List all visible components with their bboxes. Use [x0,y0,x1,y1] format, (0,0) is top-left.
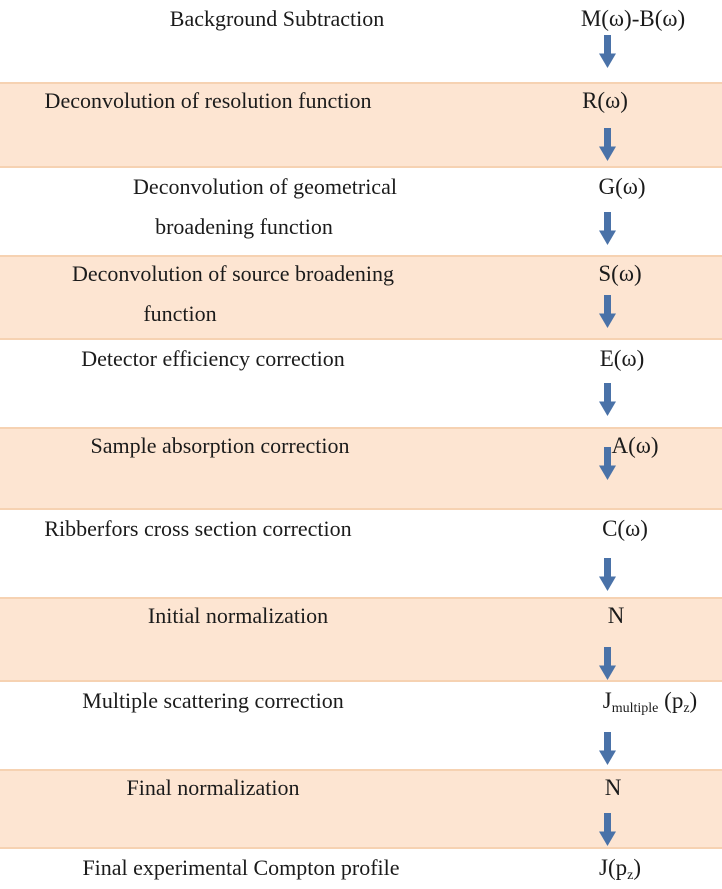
step-label: Multiple scattering correction [82,688,344,713]
formula-subscript: z [627,868,634,883]
step-label: Initial normalization [147,603,329,628]
step-label: Sample absorption correction [90,433,350,458]
down-arrow-icon [599,813,616,846]
formula-text: ) [689,688,698,713]
step-label: Deconvolution of resolution function [44,88,372,113]
down-arrow-icon [599,212,616,245]
down-arrow-icon [599,35,616,68]
flow-step-row: Multiple scattering correction Jmultiple … [0,682,722,769]
flow-step-row: Deconvolution of resolution function R(ω) [0,82,722,168]
formula-text: M(ω)-B(ω) [580,6,686,31]
formula-text: R(ω) [582,88,628,113]
step-formula: S(ω) [598,260,641,287]
step-formula: N [605,774,622,801]
step-label: Ribberfors cross section correction [44,516,352,541]
step-label: Background Subtraction [169,6,385,31]
formula-text: E(ω) [599,346,645,371]
step-formula: G(ω) [598,173,645,200]
step-formula: C(ω) [602,515,648,542]
step-label: Final normalization [126,775,300,800]
step-formula: A(ω) [611,432,658,459]
step-label: Detector efficiency correction [81,346,345,371]
down-arrow-icon [599,128,616,161]
formula-text: G(ω) [598,174,646,199]
step-formula: Jmultiple (pz) [603,687,697,718]
formula-text: N [607,603,625,628]
step-formula: R(ω) [582,87,628,114]
flow-step-row: Background Subtraction M(ω)-B(ω) [0,0,722,82]
flow-step-row: Ribberfors cross section correction C(ω) [0,510,722,597]
flow-step-row: Detector efficiency correction E(ω) [0,340,722,427]
down-arrow-icon [599,558,616,591]
formula-subscript: z [683,701,690,716]
formula-text: S(ω) [598,261,642,286]
flow-step-row: Final normalization N [0,769,722,849]
formula-text: J(p [598,855,628,880]
step-label: broadening function [155,214,333,239]
step-label: Deconvolution of geometrical [133,174,397,199]
flow-step-row: function Deconvolution of source broadeni… [0,255,722,340]
flow-step-row: Initial normalization N [0,597,722,682]
step-formula: N [608,602,625,629]
down-arrow-icon [599,732,616,765]
formula-text: (p [658,688,684,713]
down-arrow-icon [599,295,616,328]
formula-text: ) [633,855,642,880]
flow-step-row: broadening function Deconvolution of geom… [0,168,722,255]
formula-text: C(ω) [602,516,648,541]
flow-step-row: Final experimental Compton profile J(pz) [0,849,722,889]
flow-step-row: Sample absorption correction A(ω) [0,427,722,510]
step-formula: J(pz) [599,854,641,885]
formula-text: J [602,688,612,713]
down-arrow-icon [599,447,616,480]
formula-text: A(ω) [611,433,659,458]
down-arrow-icon [599,383,616,416]
step-label: Deconvolution of source broadening [72,261,394,286]
formula-subscript: multiple [611,701,659,716]
formula-text: N [604,775,622,800]
down-arrow-icon [599,647,616,680]
step-formula: E(ω) [600,345,645,372]
step-label: Final experimental Compton profile [82,855,400,880]
step-formula: M(ω)-B(ω) [581,5,685,32]
step-label: function [143,301,217,326]
